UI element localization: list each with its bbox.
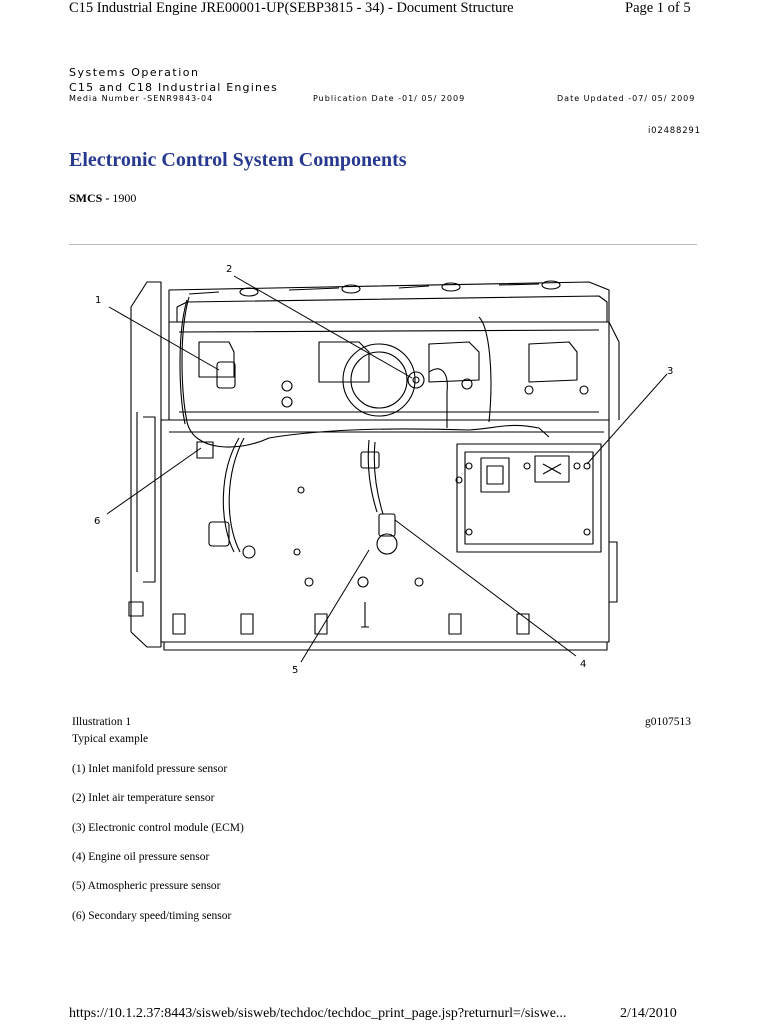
legend-item-3: (3) Electronic control module (ECM) — [72, 822, 244, 834]
callout-1: 1 — [95, 295, 101, 306]
page-heading: Electronic Control System Components — [69, 149, 407, 171]
callout-5: 5 — [292, 665, 298, 676]
date-updated: Date Updated -07/ 05/ 2009 — [557, 94, 696, 103]
callout-3: 3 — [667, 366, 673, 377]
footer-date: 2/14/2010 — [620, 1006, 677, 1021]
callout-4: 4 — [580, 659, 586, 670]
smcs-value: 1900 — [112, 191, 137, 205]
illustration-subcaption: Typical example — [72, 733, 149, 745]
publication-date: Publication Date -01/ 05/ 2009 — [313, 94, 466, 103]
doc-category: Systems Operation — [69, 66, 200, 79]
divider — [69, 244, 697, 245]
media-number: Media Number -SENR9843-04 — [69, 94, 214, 103]
legend-item-1: (1) Inlet manifold pressure sensor — [72, 763, 228, 775]
doc-engines: C15 and C18 Industrial Engines — [69, 81, 279, 94]
callout-6: 6 — [94, 516, 100, 527]
illustration-caption: Illustration 1 — [72, 716, 132, 728]
smcs-label: SMCS - — [69, 191, 113, 205]
legend-item-2: (2) Inlet air temperature sensor — [72, 792, 215, 804]
legend-item-5: (5) Atmospheric pressure sensor — [72, 880, 221, 892]
page-number: Page 1 of 5 — [625, 0, 691, 16]
engine-illustration: 1 2 3 4 5 6 — [94, 264, 673, 676]
footer-url: https://10.1.2.37:8443/sisweb/sisweb/tec… — [69, 1006, 567, 1021]
doc-id: i02488291 — [648, 126, 701, 136]
graphic-id: g0107513 — [645, 716, 691, 728]
legend-item-6: (6) Secondary speed/timing sensor — [72, 910, 232, 922]
legend-item-4: (4) Engine oil pressure sensor — [72, 851, 210, 863]
callout-2: 2 — [226, 264, 232, 275]
document-title: C15 Industrial Engine JRE00001-UP(SEBP38… — [69, 0, 514, 16]
smcs-line: SMCS - 1900 — [69, 191, 136, 206]
